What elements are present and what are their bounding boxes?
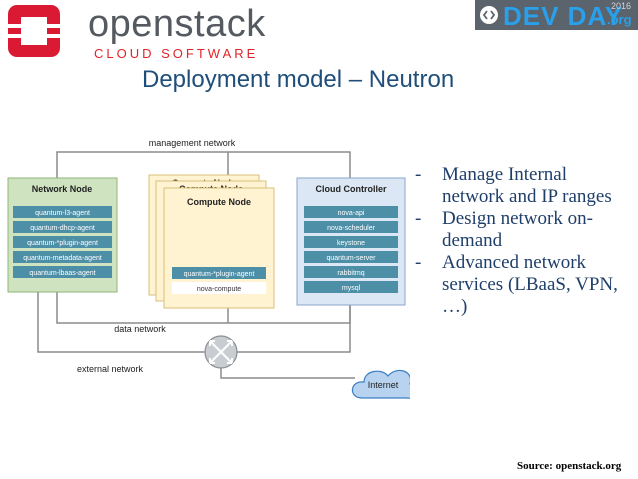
management-network-label: management network [149, 138, 236, 148]
network-node-agent-bar [13, 221, 112, 233]
brand-block: openstack CLOUD SOFTWARE [88, 4, 266, 61]
compute-service: nova-compute [197, 286, 241, 293]
brand-name: openstack [88, 3, 266, 45]
controller-service: quantum-server [326, 255, 376, 262]
internet-label: Internet [368, 380, 399, 390]
network-node-agent: quantum-lbaas-agent [29, 270, 95, 277]
brand-tagline: CLOUD SOFTWARE [94, 46, 259, 61]
network-node-agent-bar [13, 236, 112, 248]
bullet-text: Advanced network services (LBaaS, VPN, …… [442, 252, 618, 317]
network-node-title: Network Node [32, 184, 93, 194]
bullet-list: -Manage Internal network and IP ranges -… [415, 164, 630, 318]
controller-service: keystone [337, 240, 365, 247]
controller-service: mysql [342, 285, 361, 292]
controller-service-bar [304, 221, 398, 233]
controller-service: nova-api [338, 210, 365, 217]
devday-badge-icon [480, 6, 498, 24]
compute-agent: quantum-*plugin-agent [184, 271, 255, 278]
cloud-controller-title: Cloud Controller [316, 184, 387, 194]
cloud-controller: Cloud Controller nova-api nova-scheduler k… [296, 177, 406, 306]
bullet-item: -Manage Internal network and IP ranges [415, 164, 612, 207]
deployment-diagram: management network data network external… [7, 138, 410, 399]
openstack-logo-icon [6, 5, 62, 57]
network-node-agent: quantum-metadata-agent [23, 255, 102, 262]
bullet-item: -Design network on-demand [415, 208, 593, 251]
data-network-label: data network [114, 324, 166, 334]
controller-service-bar [304, 206, 398, 218]
router-icon [204, 335, 238, 369]
bullet-text: Design network on-demand [442, 208, 593, 251]
network-node-agent-bar [13, 251, 112, 263]
controller-service-bar [304, 236, 398, 248]
devday-logo-text: DEV DAY [503, 1, 624, 31]
network-node-agent-bar [13, 206, 112, 218]
controller-service-bar [304, 251, 398, 263]
network-node-agent: quantum-dhcp-agent [30, 225, 95, 232]
devday-logo-year: 2016 [611, 1, 632, 11]
source-credit: Source: openstack.org [517, 460, 622, 472]
devday-logo-icon [475, 0, 638, 30]
compute-node-title: Compute Node [187, 197, 251, 207]
network-node-agent: quantum-*plugin-agent [27, 240, 98, 247]
network-node: Network Node quantum-l3-agent quantum-dhc… [7, 177, 118, 293]
bullet-item: -Advanced network services (LBaaS, VPN, … [415, 252, 618, 317]
controller-service-bar [304, 266, 398, 278]
slide-title: Deployment model – Neutron [142, 66, 455, 93]
compute-node-stack: Compute Node Compute Node Compute Node q… [148, 174, 275, 309]
network-node-agent-bar [13, 266, 112, 278]
internet-cloud-icon: Internet [351, 369, 410, 399]
external-network-label: external network [77, 364, 144, 374]
network-node-agent: quantum-l3-agent [35, 210, 90, 217]
devday-logo-suffix: .org [607, 12, 632, 27]
controller-service: rabbitmq [337, 270, 364, 277]
controller-service-bar [304, 281, 398, 293]
controller-service: nova-scheduler [327, 225, 376, 232]
bullet-text: Manage Internal network and IP ranges [442, 164, 612, 207]
